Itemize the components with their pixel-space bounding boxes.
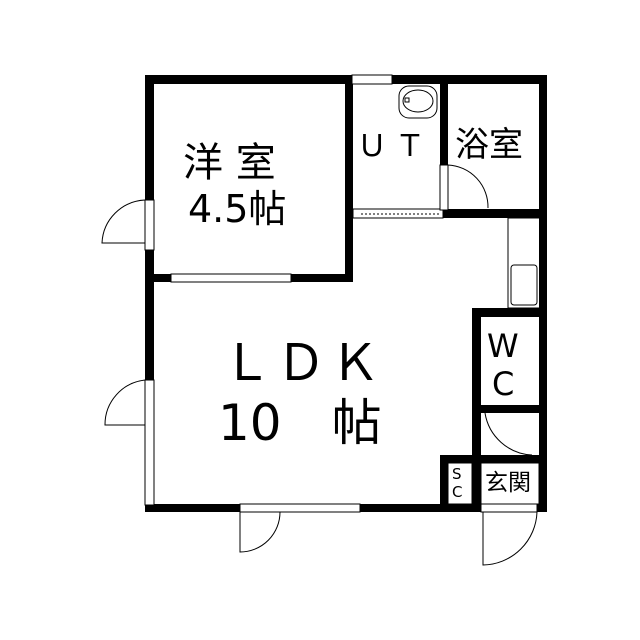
western-room-name: 洋 室: [183, 140, 276, 186]
storage-label-s: S: [452, 465, 462, 483]
ldk-name: ＬＤＫ: [222, 334, 384, 392]
entrance-label: 玄関: [485, 470, 531, 496]
bathroom-label: 浴室: [455, 125, 523, 165]
window-ldk: [144, 379, 155, 506]
kitchen-sink: [510, 264, 538, 306]
washbasin: [398, 85, 438, 119]
openings: [144, 74, 540, 513]
utility-room-label: ＵＴ: [357, 129, 433, 164]
window-ldk-bottom: [239, 503, 361, 513]
entrance-door-frame: [480, 503, 538, 513]
window-ut: [351, 74, 393, 85]
toilet-label-c: C: [492, 365, 515, 403]
door-western-exterior: [144, 199, 155, 251]
sliding-door-western: [170, 273, 292, 283]
bath-door-frame: [439, 164, 449, 211]
storage-interior: [447, 462, 473, 505]
storage-label-c: C: [452, 483, 463, 501]
western-room-size: 4.5帖: [188, 187, 287, 231]
toilet-label-w: W: [487, 327, 519, 365]
door-swings: [101, 85, 541, 566]
ldk-size: 10 帖: [218, 394, 382, 452]
